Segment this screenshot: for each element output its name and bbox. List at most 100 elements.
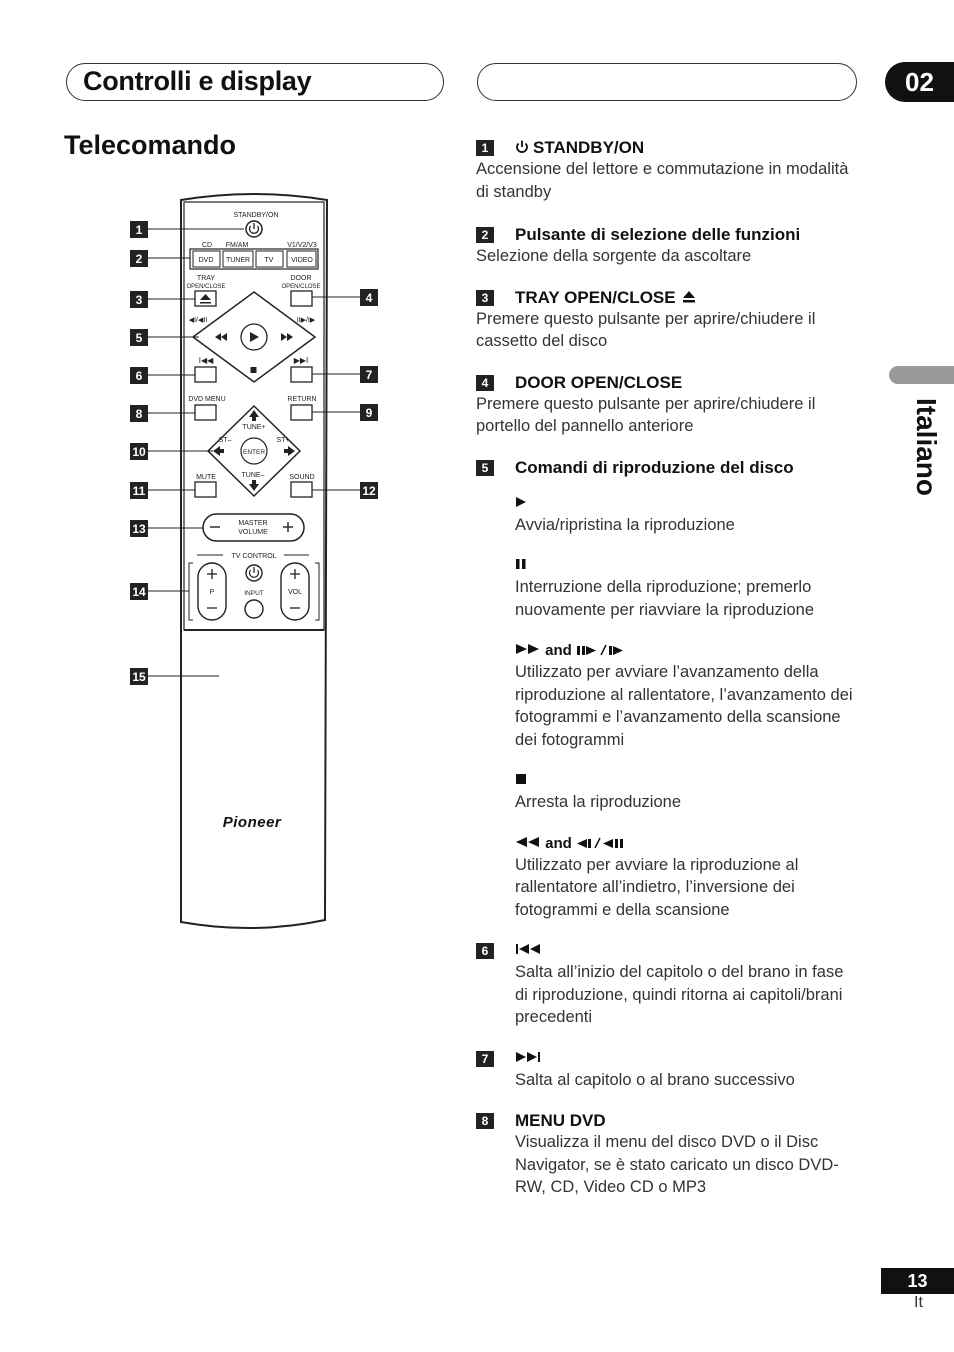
remote-label-master: MASTER xyxy=(238,520,267,527)
header-title-frame xyxy=(66,63,444,101)
stop-icon xyxy=(516,774,526,784)
slow-reverse-icon: ◀I/◀II xyxy=(189,317,208,324)
callout-leaders xyxy=(148,228,360,677)
sub-item-description: Utilizzato per avviare la riproduzione a… xyxy=(515,855,799,919)
remote-label-tuneplus: TUNE+ xyxy=(242,424,265,431)
play-icon xyxy=(250,332,259,342)
callout-number: 5 xyxy=(130,329,148,346)
callout-number: 11 xyxy=(130,482,148,499)
return-button xyxy=(290,404,313,421)
mute-button xyxy=(194,481,217,498)
item-description: Visualizza il menu del disco DVD o il Di… xyxy=(515,1133,839,1196)
callout-number: 15 xyxy=(130,668,148,685)
slow-forward-icon xyxy=(577,644,624,656)
enter-button xyxy=(240,437,268,465)
item-title: Pulsante di selezione delle funzioni xyxy=(515,225,801,244)
remote-label-tvcontrol: TV CONTROL xyxy=(231,553,276,560)
list-item: 3 TRAY OPEN/CLOSE Premere questo pulsant… xyxy=(476,288,860,353)
page-language: It xyxy=(914,1294,923,1311)
callout-number: 10 xyxy=(130,443,148,460)
door-open-close-button xyxy=(290,290,313,307)
callout-number: 3 xyxy=(130,291,148,308)
previous-icon xyxy=(516,944,540,954)
arrow-up-icon xyxy=(249,410,259,421)
item-description: Premere questo pulsante per aprire/chiud… xyxy=(476,309,816,351)
remote-label-dvdmenu: DVD MENU xyxy=(188,396,225,403)
fast-forward-icon xyxy=(281,333,293,341)
item-description: Premere questo pulsante per aprire/chiud… xyxy=(476,394,816,436)
item-number: 1 xyxy=(476,140,494,156)
item-number: 6 xyxy=(476,943,494,959)
item-number: 3 xyxy=(476,289,494,306)
item-title: TRAY OPEN/CLOSE xyxy=(515,288,860,308)
eject-icon xyxy=(683,290,696,302)
remote-label-fmam: FM/AM xyxy=(226,242,249,249)
item-title-text: TRAY OPEN/CLOSE xyxy=(515,287,676,307)
stop-icon xyxy=(250,367,257,373)
callout-number: 14 xyxy=(130,583,148,600)
item-title: STANDBY/ON xyxy=(515,138,860,158)
sub-item-description: Utilizzato per avviare l’avanzamento del… xyxy=(515,663,853,749)
remote-label-sound: SOUND xyxy=(289,474,314,481)
pause-icon xyxy=(516,559,526,569)
next-icon: ▶▶I xyxy=(294,356,309,365)
video-button xyxy=(286,250,317,268)
item-title-text: STANDBY/ON xyxy=(533,138,645,157)
arrow-left-icon xyxy=(213,446,224,456)
remote-label-volume: VOLUME xyxy=(238,529,268,536)
remote-label-tuner: TUNER xyxy=(226,257,250,264)
list-item: 5 Comandi di riproduzione del disco Avvi… xyxy=(476,458,860,922)
tv-volume-rocker xyxy=(280,562,310,621)
item-description: Selezione della sorgente da ascoltare xyxy=(476,247,752,265)
item-number: 8 xyxy=(476,1113,494,1129)
list-item: 1 STANDBY/ON Accensione del lettore e co… xyxy=(476,138,860,203)
header-title: Controlli e display xyxy=(83,66,312,96)
pioneer-logo: Pioneer xyxy=(223,814,282,831)
item-number: 5 xyxy=(476,459,494,476)
dvd-menu-button xyxy=(194,404,217,421)
callout-number: 2 xyxy=(130,250,148,267)
remote-label-return: RETURN xyxy=(287,396,316,403)
remote-label-mute: MUTE xyxy=(196,474,216,481)
previous-icon: I◀◀ xyxy=(199,356,214,365)
language-tab-marker xyxy=(889,366,954,384)
remote-label-dvd: DVD xyxy=(199,257,214,264)
next-button xyxy=(290,366,313,383)
callout-number: 9 xyxy=(360,404,378,421)
chapter-badge: 02 xyxy=(885,62,954,102)
callout-number: 13 xyxy=(130,520,148,537)
sub-item-description: Arresta la riproduzione xyxy=(515,793,681,811)
play-icon xyxy=(516,496,526,507)
remote-label-stminus: ST– xyxy=(219,437,232,444)
list-item: 8 MENU DVD Visualizza il menu del disco … xyxy=(476,1111,860,1199)
eject-icon xyxy=(200,294,211,304)
item-number: 7 xyxy=(476,1050,494,1067)
tv-button xyxy=(255,250,284,268)
fast-forward-icon xyxy=(516,644,539,654)
item-description: Salta al capitolo o al brano successivo xyxy=(515,1070,795,1089)
remote-label-door-oc: OPEN/CLOSE xyxy=(281,284,320,290)
page-number: 13 xyxy=(881,1268,954,1294)
and-label: and xyxy=(545,834,572,852)
remote-label-vol: VOL xyxy=(288,589,302,596)
language-tab-label: Italiano xyxy=(911,398,942,497)
item-number: 2 xyxy=(476,227,494,243)
callout-number: 1 xyxy=(130,221,148,238)
header-blank-frame xyxy=(477,63,857,101)
sub-item-pause: Interruzione della riproduzione; premerl… xyxy=(515,556,860,621)
remote-label-stplus: ST+ xyxy=(276,437,289,444)
tv-input-button xyxy=(244,599,264,619)
sub-item-description: Avvia/ripristina la riproduzione xyxy=(515,515,735,534)
sub-item-reverse: and Utilizzato per avviare la riproduzio… xyxy=(515,834,860,922)
section-title: Telecomando xyxy=(64,130,237,160)
rewind-icon xyxy=(215,333,227,341)
item-description: Salta all’inizio del capitolo o del bran… xyxy=(515,963,844,1026)
slow-forward-icon: II▶/I▶ xyxy=(297,317,316,324)
tv-program-rocker xyxy=(197,562,227,621)
list-item: 7 Salta al capitolo o al brano successiv… xyxy=(476,1049,860,1092)
remote-label-tuneminus: TUNE– xyxy=(242,472,265,479)
sub-item-stop: Arresta la riproduzione xyxy=(515,771,860,814)
item-title: MENU DVD xyxy=(515,1111,606,1130)
tuner-button xyxy=(222,250,254,268)
